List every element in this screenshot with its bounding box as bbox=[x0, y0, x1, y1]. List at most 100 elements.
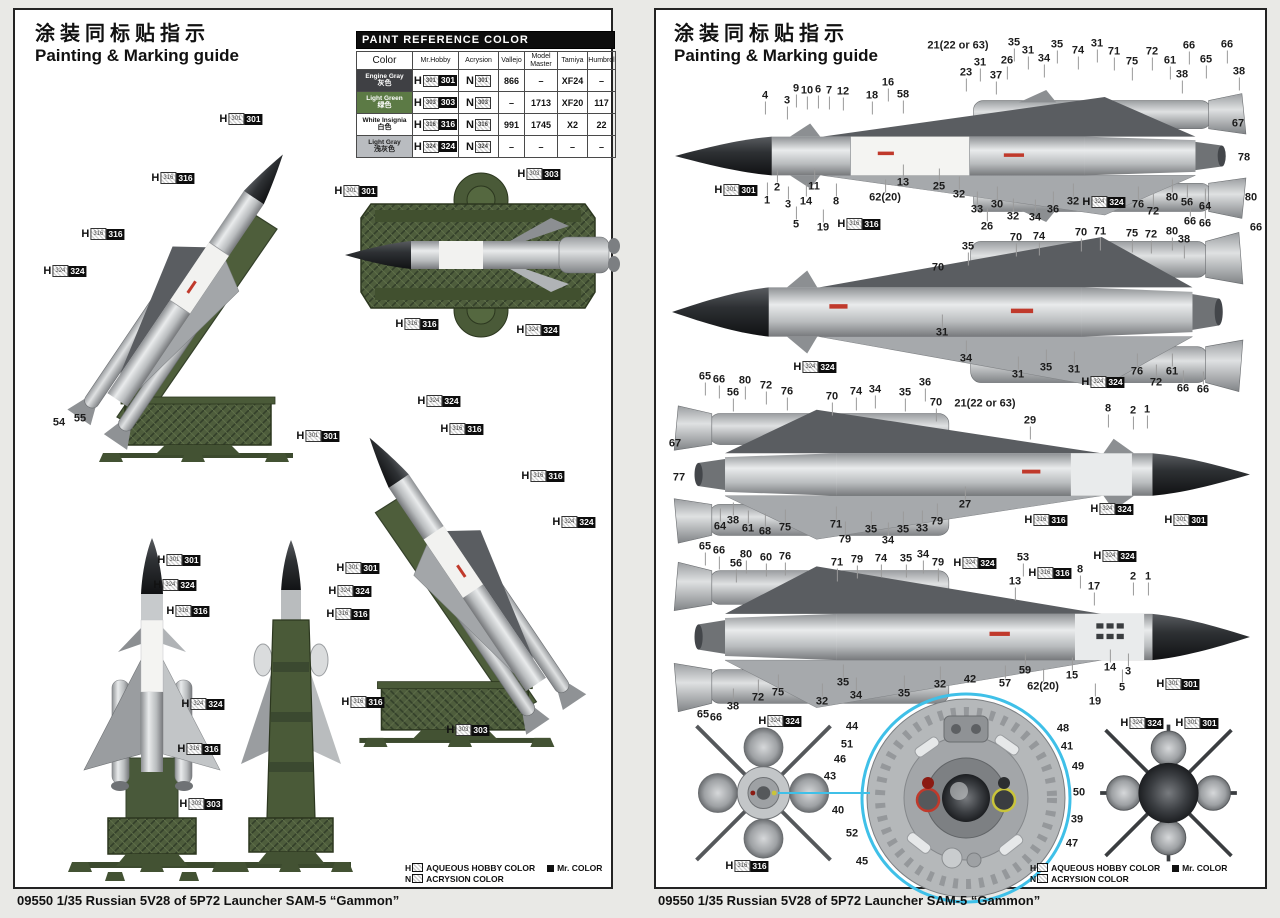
part-number-callout: 32 bbox=[1006, 198, 1020, 223]
paint-table-header: PAINT REFERENCE COLOR bbox=[356, 31, 615, 49]
part-number-callout: 76 bbox=[780, 385, 794, 411]
part-number-callout: 38 bbox=[1175, 68, 1189, 94]
part-number-callout: 50 bbox=[1072, 786, 1086, 799]
part-number-callout: 32 bbox=[815, 683, 829, 708]
part-number-callout: 74 bbox=[1071, 44, 1085, 70]
part-number-callout: 43 bbox=[823, 770, 837, 783]
part-number-callout: 1 bbox=[1143, 403, 1151, 429]
kit-title-footer-right: 09550 1/35 Russian 5V28 of 5P72 Launcher… bbox=[658, 893, 1041, 908]
part-number-callout: 58 bbox=[896, 88, 910, 114]
part-number-callout: 34 bbox=[916, 548, 930, 574]
part-number-callout: 26 bbox=[1000, 54, 1014, 80]
part-number-callout: 61 bbox=[1165, 353, 1179, 378]
part-number-callout: 55 bbox=[73, 412, 87, 425]
part-number-callout: 38 bbox=[1232, 65, 1246, 91]
part-number-callout: 79 bbox=[930, 503, 944, 528]
title-chinese: 涂装同标贴指示 bbox=[35, 23, 210, 45]
part-number-callout: 31 bbox=[935, 314, 949, 339]
column-header: Humbrol bbox=[587, 51, 616, 70]
part-number-callout: 41 bbox=[1060, 740, 1074, 753]
page-title: 涂装同标贴指示 Painting & Marking guide bbox=[674, 22, 878, 66]
part-number-callout: 35 bbox=[864, 511, 878, 536]
launcher-side-view-erected-right bbox=[67, 154, 293, 462]
part-number-callout: 39 bbox=[1070, 813, 1084, 826]
detail-pointer-line bbox=[778, 792, 870, 794]
part-number-callout: 80 bbox=[1165, 179, 1179, 204]
part-number-callout: 72 bbox=[751, 679, 765, 704]
launcher-rear-view-vertical bbox=[229, 540, 353, 872]
part-number-callout: 70 bbox=[825, 390, 839, 416]
part-number-callout: 38 bbox=[726, 502, 740, 527]
part-number-callout: 16 bbox=[881, 76, 895, 102]
part-number-callout: 72 bbox=[1144, 228, 1158, 254]
part-number-callout: 32 bbox=[933, 666, 947, 691]
part-number-callout: 79 bbox=[850, 553, 864, 579]
part-number-callout: 66 bbox=[1182, 39, 1196, 65]
part-number-callout: 66 bbox=[1176, 370, 1190, 395]
swatch-box-icon bbox=[1037, 863, 1049, 872]
part-number-callout: 25 bbox=[932, 168, 946, 193]
missile-side-view-3 bbox=[673, 405, 1250, 544]
part-number-callout: 51 bbox=[840, 738, 854, 751]
part-number-callout: 45 bbox=[855, 855, 869, 868]
part-number-callout: 34 bbox=[1028, 199, 1042, 224]
part-number-callout: 72 bbox=[1145, 45, 1159, 71]
part-number-callout: 2 bbox=[773, 169, 781, 194]
part-number-callout: 75 bbox=[778, 509, 792, 534]
part-number-callout: 77 bbox=[672, 471, 686, 484]
part-number-callout: 64 bbox=[713, 508, 727, 533]
part-number-callout: 65 bbox=[696, 708, 710, 721]
part-number-callout: 70 bbox=[931, 261, 945, 274]
part-number-callout: 3 bbox=[783, 94, 791, 120]
part-number-callout: 31 bbox=[1011, 356, 1025, 381]
mr-color-square-icon bbox=[1172, 865, 1180, 872]
part-number-callout: 59 bbox=[1018, 652, 1032, 677]
part-number-callout: 80 bbox=[739, 548, 753, 574]
part-number-callout: 10 bbox=[800, 84, 814, 110]
title-chinese: 涂装同标贴指示 bbox=[674, 23, 849, 45]
part-number-callout: 31 bbox=[973, 56, 987, 82]
part-number-callout: 36 bbox=[1046, 191, 1060, 216]
humbrol-cell: – bbox=[587, 135, 616, 158]
part-number-callout: 3 bbox=[784, 186, 792, 211]
part-number-callout: 65 bbox=[1199, 53, 1213, 79]
part-number-callout: 4 bbox=[761, 89, 769, 115]
part-number-callout: 21(22 or 63) bbox=[954, 397, 1016, 410]
part-number-callout: 66 bbox=[712, 544, 726, 570]
part-number-callout: 56 bbox=[1180, 184, 1194, 209]
part-number-callout: 66 bbox=[1249, 221, 1263, 234]
part-number-callout: 65 bbox=[698, 370, 712, 396]
part-number-callout: 49 bbox=[1071, 760, 1085, 773]
part-number-callout: 8 bbox=[1104, 402, 1112, 428]
part-number-callout: 65 bbox=[698, 540, 712, 566]
part-number-callout: 12 bbox=[836, 85, 850, 111]
